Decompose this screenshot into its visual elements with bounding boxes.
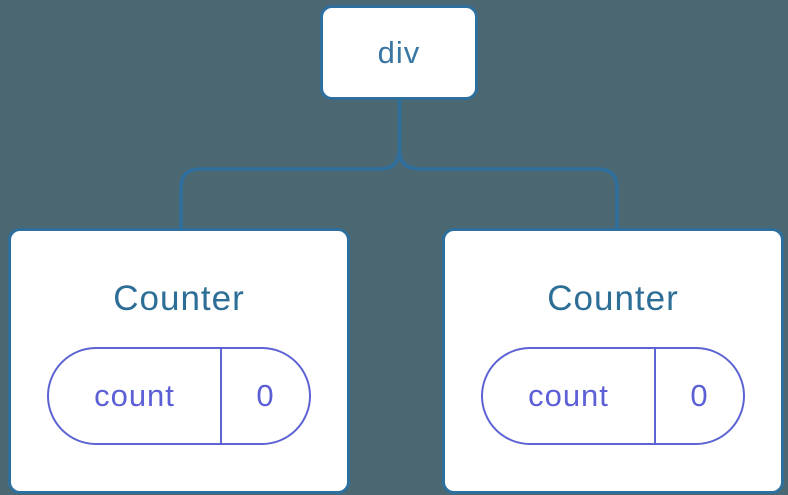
state-key-label: count — [528, 378, 609, 413]
state-pill: count 0 — [47, 347, 311, 445]
state-value: 0 — [220, 349, 309, 443]
tree-node-div: div — [320, 5, 478, 100]
state-pill: count 0 — [481, 347, 745, 445]
connector-right-branch — [397, 100, 619, 228]
state-value: 0 — [654, 349, 743, 443]
counter-title: Counter — [113, 279, 245, 318]
connector-left-branch — [179, 100, 402, 228]
counter-title: Counter — [547, 279, 679, 318]
tree-node-counter-left: Counter count 0 — [8, 228, 350, 494]
state-key-label: count — [94, 378, 175, 413]
root-node-label: div — [377, 34, 421, 70]
tree-node-counter-right: Counter count 0 — [442, 228, 784, 494]
